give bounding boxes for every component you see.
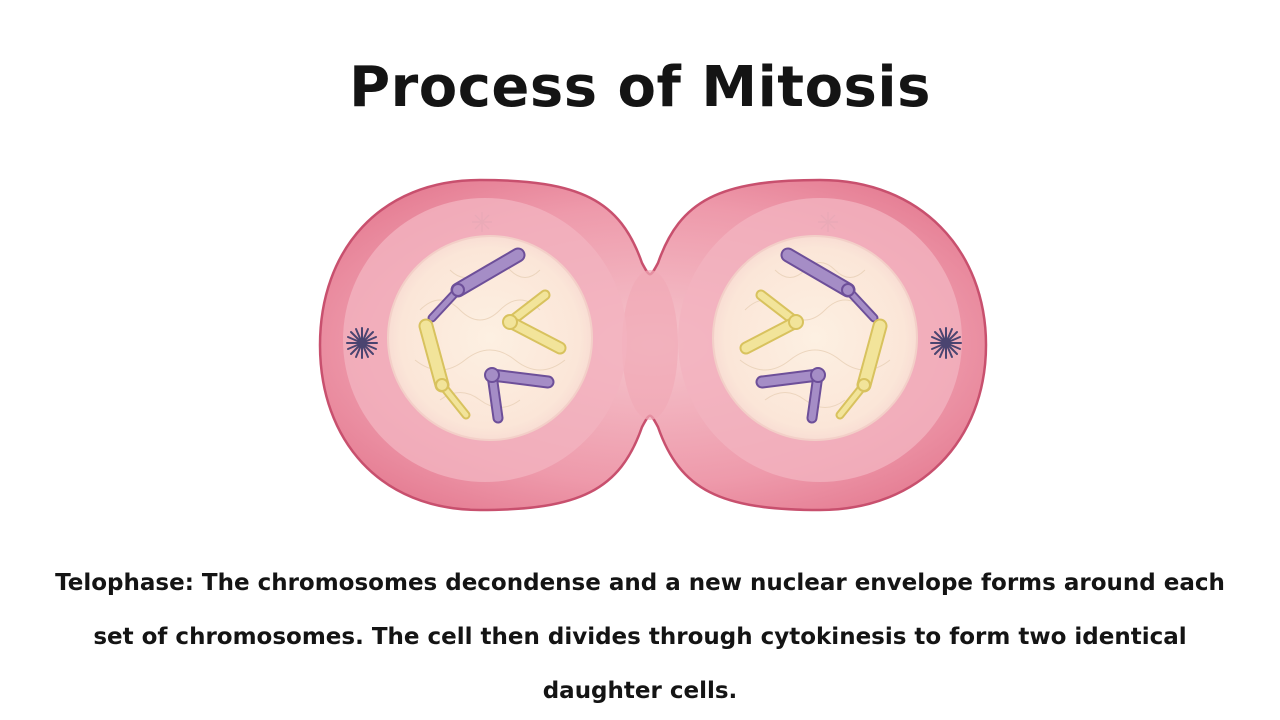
centrosome-left-icon	[346, 327, 378, 359]
chromosome-purple-left-top	[427, 247, 526, 323]
stage-description: Telophase: The chromosomes decondense an…	[55, 570, 1225, 704]
ghost-centrosome-left-icon	[472, 212, 492, 232]
chromosome-yellow-right-long	[835, 318, 888, 420]
chromosome-yellow-left-long	[418, 318, 471, 420]
chromosome-purple-right-bottom	[755, 367, 826, 424]
ghost-centrosome-right-icon	[818, 212, 838, 232]
chromosome-yellow-left-small	[502, 289, 567, 355]
chromosome-purple-left-bottom	[484, 367, 555, 424]
mitosis-telophase-diagram	[318, 178, 988, 512]
chromosome-purple-right-top	[780, 247, 879, 323]
page-title: Process of Mitosis	[349, 55, 931, 120]
cleavage-furrow	[622, 270, 678, 420]
chromosome-yellow-right-small	[739, 289, 804, 355]
centrosome-right-icon	[930, 327, 962, 359]
